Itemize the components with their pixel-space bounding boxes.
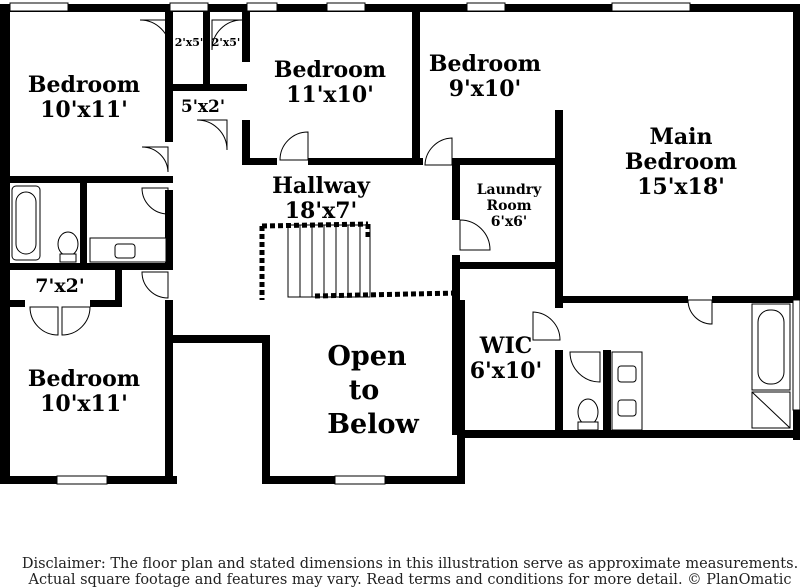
bedroom-ne-name: Bedroom [429, 51, 541, 77]
laundry-name-2: Room [486, 198, 531, 214]
closet-a-dim: 2'x5' [175, 36, 204, 49]
hallway-name: Hallway [272, 173, 371, 199]
bedroom-ne-dim: 9'x10' [449, 76, 522, 102]
disclaimer-line-2: Actual square footage and features may v… [27, 572, 791, 588]
laundry-dim: 6'x6' [491, 214, 527, 230]
disclaimer-line-1: Disclaimer: The floor plan and stated di… [22, 556, 798, 572]
walls [0, 4, 800, 484]
bedroom-sw-dim: 10'x11' [40, 391, 128, 417]
bedroom-nw-dim: 10'x11' [40, 97, 128, 123]
doors [29, 19, 713, 383]
wic-dim: 6'x10' [470, 358, 543, 384]
hallway-dim: 18'x7' [285, 198, 358, 224]
bedroom-n-name: Bedroom [274, 57, 386, 83]
closet-d-dim: 7'x2' [35, 275, 84, 297]
closet-c-dim: 5'x2' [181, 97, 225, 117]
laundry-name-1: Laundry [477, 182, 542, 198]
fixtures [11, 185, 791, 431]
bedroom-n-dim: 11'x10' [286, 82, 374, 108]
bedroom-nw-name: Bedroom [28, 72, 140, 98]
main-bedroom-name-1: Main [650, 124, 713, 150]
open-below-line-2: to [349, 375, 379, 406]
main-bedroom-name-2: Bedroom [625, 149, 737, 175]
open-below-line-1: Open [327, 341, 407, 372]
closet-b-dim: 2'x5' [212, 36, 241, 49]
main-bedroom-dim: 15'x18' [637, 174, 725, 200]
windows [9, 2, 800, 485]
wic-name: WIC [479, 333, 533, 359]
open-below-line-3: Below [327, 409, 419, 440]
bedroom-sw-name: Bedroom [28, 366, 140, 392]
